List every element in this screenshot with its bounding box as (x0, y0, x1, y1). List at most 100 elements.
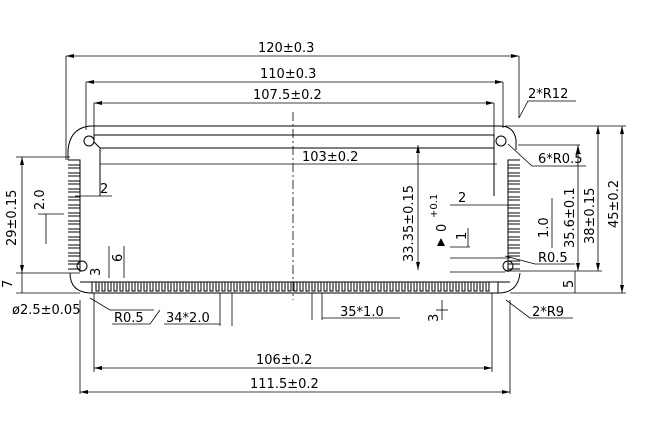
dim-bottom-overall: 111.5±0.2 (250, 377, 319, 392)
dim-r05-left: R0.5 (114, 311, 144, 326)
dim-fin-gap-2-left: 2 (100, 182, 108, 197)
dim-inner-width: 110±0.3 (260, 67, 316, 82)
bottom-fin (167, 282, 172, 292)
bottom-fin (113, 282, 118, 292)
bottom-fin (455, 282, 460, 292)
bottom-fin (347, 282, 352, 292)
bottom-fin (419, 282, 424, 292)
left-fin (68, 239, 81, 246)
left-fin (68, 231, 81, 238)
bottom-fin (95, 282, 100, 292)
arrowheads (20, 54, 624, 394)
dimension-lines (16, 55, 626, 394)
right-fin (507, 175, 520, 182)
left-fins (68, 159, 81, 272)
bottom-fin (143, 282, 148, 292)
left-fin (68, 167, 81, 174)
bottom-fin (161, 282, 166, 292)
bottom-fin (227, 282, 232, 292)
dim-height-35-6: 35.6±0.1 (563, 187, 578, 248)
left-fin (68, 207, 81, 214)
dim-corner-r12: 2*R12 (528, 87, 568, 102)
bottom-fin (287, 282, 292, 292)
bottom-fin (335, 282, 340, 292)
bottom-fin (353, 282, 358, 292)
bottom-fin (215, 282, 220, 292)
dim-overall-height: 45±0.2 (607, 180, 622, 228)
bottom-fin (437, 282, 442, 292)
dim-r05-right: R0.5 (538, 251, 568, 266)
bottom-fin (251, 282, 256, 292)
bottom-fin (461, 282, 466, 292)
dim-corner-r9: 2*R9 (532, 305, 564, 320)
bottom-fin (101, 282, 106, 292)
bottom-fin (401, 282, 406, 292)
bottom-fin (209, 282, 214, 292)
right-fin (507, 263, 520, 270)
bottom-fin (485, 282, 490, 292)
bottom-fin (473, 282, 478, 292)
bottom-fin (329, 282, 334, 292)
bottom-fin (197, 282, 202, 292)
bottom-fin (311, 282, 316, 292)
dim-height-38: 38±0.15 (583, 188, 598, 244)
left-fin (68, 223, 81, 230)
bottom-fin (389, 282, 394, 292)
dim-fin-depth-2-left: 2.0 (33, 189, 48, 210)
dim-fins-35: 35*1.0 (340, 305, 384, 320)
bottom-fin (203, 282, 208, 292)
bottom-fin (269, 282, 274, 292)
bottom-fin (383, 282, 388, 292)
dim-slot-width: 107.5±0.2 (253, 88, 322, 103)
bottom-fin (131, 282, 136, 292)
bottom-fin (323, 282, 328, 292)
bottom-fin (449, 282, 454, 292)
bottom-fin (173, 282, 178, 292)
bottom-fin (263, 282, 268, 292)
dim-fin-gap-2-right: 2 (458, 191, 466, 206)
dim-height-33-35: 33.35±0.15 (402, 185, 417, 262)
dim-fillet-r05: 6*R0.5 (538, 152, 582, 167)
dim-fin-1-0-right: 1.0 (537, 217, 552, 238)
bottom-fin (137, 282, 142, 292)
bottom-fin (467, 282, 472, 292)
right-fin (507, 159, 520, 166)
bottom-fin (425, 282, 430, 292)
right-fin (507, 199, 520, 206)
dim-inner-span: 103±0.2 (302, 150, 358, 165)
bottom-fin (431, 282, 436, 292)
bottom-fins (95, 282, 490, 292)
bottom-fin (377, 282, 382, 292)
right-fins (507, 159, 520, 272)
bottom-fin (221, 282, 226, 292)
right-fin (507, 191, 520, 198)
right-fin (507, 247, 520, 254)
bottom-fin (257, 282, 262, 292)
dim-hole-dia: ø2.5±0.05 (12, 303, 80, 318)
dim-bottom-inner: 106±0.2 (256, 353, 312, 368)
bottom-fin (281, 282, 286, 292)
dim-fin-1-right: 1 (455, 232, 470, 240)
bottom-fin (155, 282, 160, 292)
left-fin (68, 183, 81, 190)
right-fin (507, 223, 520, 230)
bottom-fin (365, 282, 370, 292)
bottom-fin (107, 282, 112, 292)
bottom-fin (341, 282, 346, 292)
dim-overall-width: 120±0.3 (258, 41, 314, 56)
dim-right-5: 5 (562, 280, 577, 288)
right-fin (507, 167, 520, 174)
bottom-fin (275, 282, 280, 292)
right-fin (507, 231, 520, 238)
left-fin (68, 175, 81, 182)
bottom-fin (305, 282, 310, 292)
dimension-texts: 120±0.3 110±0.3 107.5±0.2 2*R12 103±0.2 … (1, 41, 622, 392)
bottom-fin (293, 282, 298, 292)
bottom-fin (149, 282, 154, 292)
bottom-fin (191, 282, 196, 292)
bottom-fin (359, 282, 364, 292)
right-fin (507, 207, 520, 214)
right-fin (507, 239, 520, 246)
dim-slot-3: 3 (89, 268, 104, 276)
